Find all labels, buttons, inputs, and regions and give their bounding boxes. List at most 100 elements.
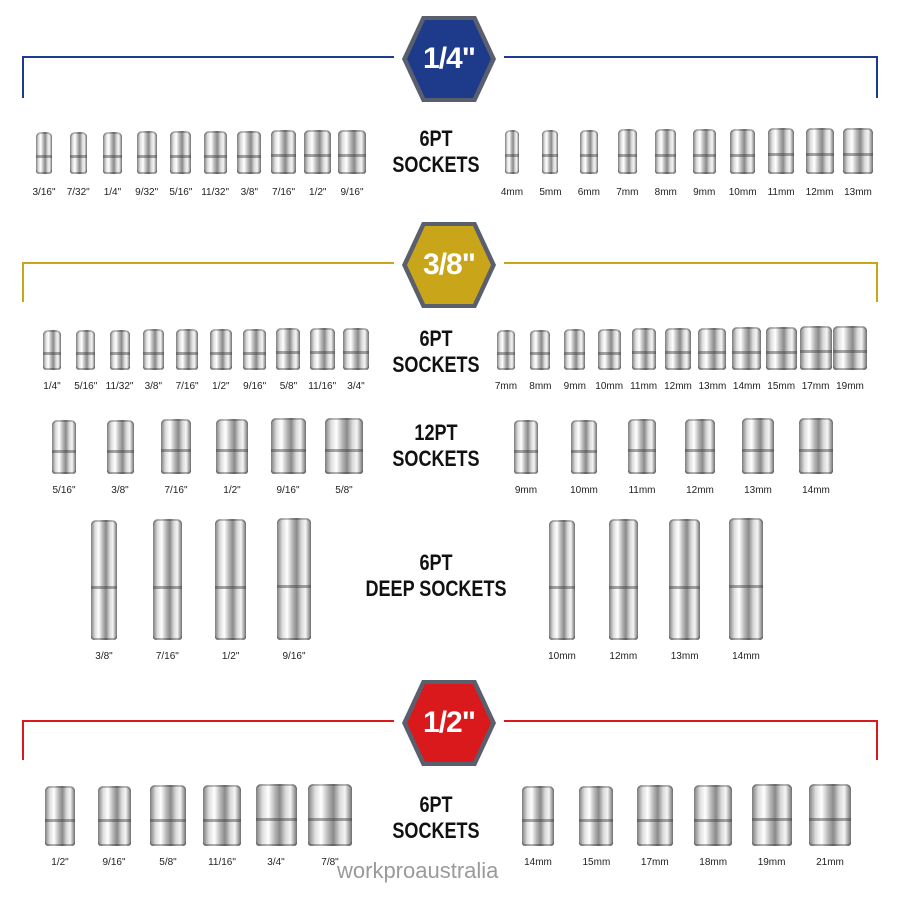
- socket-item: 13mm: [661, 519, 709, 662]
- socket-icon: [152, 519, 182, 640]
- socket-item: 4mm: [488, 130, 536, 198]
- socket-item: 9mm: [680, 129, 728, 198]
- socket-item: 9/16": [270, 518, 318, 662]
- group-label-line: 6PT: [419, 792, 453, 817]
- socket-band: [203, 155, 227, 158]
- socket-item: 19mm: [826, 326, 874, 392]
- half-drive-line-right-edge: [876, 720, 878, 760]
- socket-icon: [309, 328, 335, 370]
- socket-band: [833, 350, 867, 353]
- socket-item: 7/16": [260, 130, 308, 198]
- socket-icon: [304, 130, 332, 174]
- group-label-line: 6PT: [419, 126, 453, 151]
- socket-item: 3/8": [225, 131, 273, 198]
- socket-item: 10mm: [560, 420, 608, 496]
- socket-icon: [203, 131, 227, 174]
- socket-size-label: 7/16": [155, 651, 179, 662]
- socket-icon: [698, 328, 727, 370]
- socket-item: 11/32": [191, 131, 239, 198]
- socket-band: [76, 352, 96, 355]
- group-label-line: 12PT: [414, 420, 458, 445]
- socket-size-label: 1/2": [223, 485, 241, 496]
- socket-icon: [270, 418, 306, 474]
- socket-icon: [729, 518, 763, 640]
- drive-badge-quarter: 1/4": [400, 14, 498, 104]
- socket-band: [136, 155, 157, 158]
- socket-icon: [276, 328, 301, 370]
- socket-size-label: 3/4": [267, 857, 285, 868]
- half-drive-line-left: [22, 720, 394, 722]
- group-label-line: 6PT: [419, 550, 453, 575]
- socket-size-label: 5/16": [74, 381, 98, 392]
- socket-item: 3/16": [20, 132, 68, 198]
- socket-size-label: 13mm: [844, 187, 872, 198]
- socket-item: 3/4": [252, 784, 300, 868]
- drive-badge-three-eighths: 3/8": [400, 220, 498, 310]
- socket-item: 7/8": [306, 784, 354, 868]
- drive-badge-quarter-label: 1/4": [423, 42, 476, 75]
- socket-icon: [52, 420, 76, 474]
- socket-band: [170, 155, 192, 158]
- socket-size-label: 4mm: [500, 187, 524, 198]
- socket-size-label: 3/16": [32, 187, 56, 198]
- socket-icon: [597, 329, 621, 370]
- socket-size-label: 1/2": [212, 381, 230, 392]
- socket-size-label: 14mm: [732, 381, 761, 392]
- socket-band: [52, 450, 76, 453]
- socket-band: [579, 819, 614, 822]
- socket-band: [203, 819, 241, 822]
- socket-size-label: 10mm: [595, 381, 624, 392]
- socket-icon: [176, 329, 199, 370]
- socket-band: [692, 154, 716, 157]
- socket-size-label: 15mm: [582, 857, 611, 868]
- socket-band: [597, 352, 621, 355]
- socket-item: 9/16": [231, 329, 279, 392]
- socket-item: 1/2": [36, 786, 84, 868]
- socket-item: 1/2": [208, 419, 256, 496]
- three-eighths-line-left-edge: [22, 262, 24, 302]
- socket-icon: [694, 785, 733, 846]
- socket-item: 19mm: [748, 784, 796, 868]
- socket-icon: [799, 418, 833, 474]
- socket-icon: [161, 419, 191, 474]
- socket-band: [631, 351, 656, 354]
- socket-band: [564, 352, 586, 355]
- group-label-line: SOCKETS: [392, 352, 480, 377]
- socket-item: 5/8": [264, 328, 312, 392]
- socket-item: 14mm: [723, 327, 771, 392]
- socket-item: 13mm: [688, 328, 736, 392]
- socket-size-label: 1/2": [221, 651, 240, 662]
- socket-band: [161, 449, 191, 452]
- socket-item: 9/16": [328, 130, 376, 198]
- socket-item: 11mm: [757, 128, 805, 198]
- socket-item: 9/16": [90, 786, 138, 868]
- socket-band: [685, 449, 715, 452]
- socket-item: 17mm: [792, 326, 840, 392]
- socket-item: 7mm: [482, 330, 530, 392]
- socket-size-label: 7mm: [494, 381, 518, 392]
- socket-band: [102, 155, 122, 158]
- socket-size-label: 11/16": [208, 857, 236, 868]
- socket-icon: [43, 330, 61, 370]
- quarter-drive-line-right-edge: [876, 56, 878, 98]
- socket-icon: [833, 326, 867, 370]
- socket-item: 9mm: [502, 420, 550, 496]
- socket-icon: [571, 420, 597, 474]
- socket-band: [69, 155, 87, 158]
- socket-size-label: 11/32": [201, 187, 230, 198]
- socket-item: 12mm: [796, 128, 844, 198]
- socket-item: 11/16": [298, 328, 346, 392]
- socket-icon: [136, 131, 157, 174]
- socket-icon: [36, 132, 52, 174]
- socket-icon: [106, 420, 134, 474]
- socket-size-label: 12mm: [609, 651, 638, 662]
- socket-icon: [665, 328, 691, 370]
- socket-icon: [203, 785, 241, 846]
- socket-item: 10mm: [585, 329, 633, 392]
- socket-size-label: 19mm: [836, 381, 864, 392]
- drive-badge-three-eighths-label: 3/8": [423, 248, 476, 281]
- socket-band: [308, 818, 352, 821]
- drive-badge-half: 1/2": [400, 678, 498, 768]
- socket-band: [698, 351, 727, 354]
